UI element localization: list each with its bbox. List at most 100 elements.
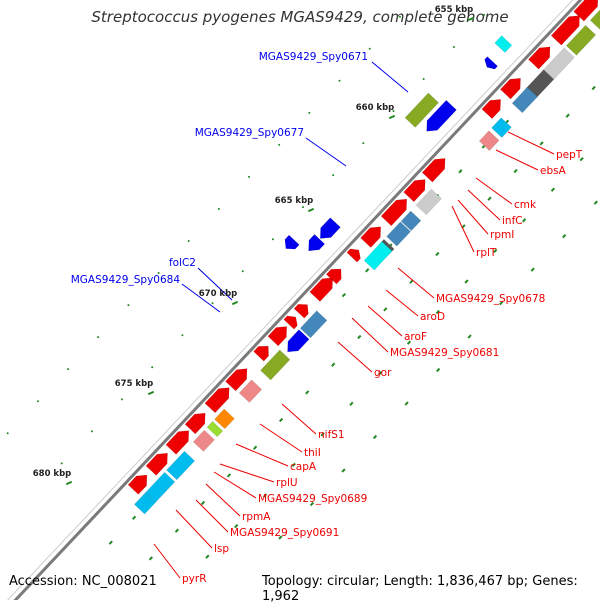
gene-arrow <box>478 130 500 151</box>
gc-dot <box>181 334 184 337</box>
leader-line <box>281 403 317 435</box>
label-leaders <box>153 61 555 579</box>
gene-arrow <box>184 412 206 435</box>
gene-label: nifS1 <box>318 429 345 441</box>
gc-dot-mark <box>365 268 370 273</box>
gc-dot <box>539 141 544 146</box>
gene-arrow <box>253 345 269 362</box>
gene-arrow <box>426 99 457 132</box>
leader-line <box>205 483 241 517</box>
leader-line <box>495 149 539 171</box>
gene-shape <box>565 24 597 56</box>
gene-shape <box>253 345 269 362</box>
gc-dot-mark <box>493 248 498 254</box>
gc-dot-mark <box>383 307 388 312</box>
gene-arrow <box>299 310 328 339</box>
gene-label: pyrR <box>182 573 207 585</box>
leader-line <box>195 499 229 533</box>
gc-dot <box>493 248 498 254</box>
leader-line <box>367 305 403 337</box>
gene-shape <box>192 429 215 452</box>
gene-label: rplT <box>476 247 497 259</box>
gc-dot <box>36 400 39 403</box>
gc-dot <box>157 272 160 274</box>
gene-shape <box>267 326 288 347</box>
gene-arrow <box>284 234 300 250</box>
gc-dot <box>279 417 284 423</box>
gene-label: gor <box>374 367 392 379</box>
gene-arrow <box>238 379 263 403</box>
gene-arrow <box>319 217 341 239</box>
gene-shape <box>293 303 309 319</box>
gene-arrow <box>127 474 148 495</box>
scale-label: 670 kbp <box>199 289 238 299</box>
gene-arrow <box>421 158 446 183</box>
gc-dot <box>151 366 154 369</box>
leader-line <box>351 317 389 353</box>
gene-shape <box>283 315 298 330</box>
gene-label: lsp <box>214 543 229 555</box>
gene-label: rplU <box>276 477 298 489</box>
gc-dot <box>378 371 383 376</box>
gene-label: aroF <box>404 331 427 343</box>
gene-arrow <box>565 24 597 56</box>
gc-dot-mark <box>579 156 584 162</box>
gene-arrow <box>550 15 580 46</box>
gene-arrow <box>543 47 575 80</box>
gene-arrow <box>491 117 512 138</box>
gene-arrow <box>481 99 501 120</box>
gc-dot <box>467 334 472 339</box>
gc-dot <box>248 175 250 178</box>
gene-shape <box>421 158 446 183</box>
gene-shape <box>589 3 600 31</box>
gene-shape <box>134 492 156 515</box>
gc-dot <box>372 434 378 440</box>
leader-line <box>337 341 373 373</box>
gc-dot <box>148 556 153 561</box>
gene-label: MGAS9429_Spy0684 <box>71 274 181 286</box>
gene-shape <box>206 421 224 438</box>
gc-dot <box>97 336 100 339</box>
gene-arrow <box>494 35 513 53</box>
gc-dot <box>483 13 485 16</box>
gene-shape <box>400 210 422 232</box>
gc-dot <box>226 473 232 478</box>
leader-line <box>467 189 501 221</box>
gene-shape <box>426 99 457 132</box>
gc-dot-mark <box>349 401 354 406</box>
gc-dot <box>305 390 310 395</box>
gene-shape <box>145 452 168 476</box>
gc-dot-mark <box>522 218 527 223</box>
gc-dot <box>499 300 504 306</box>
leader-line <box>219 463 275 483</box>
gc-dot <box>550 187 555 192</box>
leader-line <box>507 131 555 155</box>
gc-dot-mark <box>291 462 296 468</box>
gc-dot <box>513 168 518 174</box>
gene-shape <box>225 368 248 392</box>
gc-dot <box>341 292 346 298</box>
gc-dot-mark <box>331 362 336 367</box>
gene-shape <box>363 241 393 271</box>
gene-label: MGAS9429_Spy0691 <box>230 527 339 539</box>
gc-dot-mark <box>565 113 570 118</box>
gene-shape <box>511 86 538 114</box>
gene-arrow <box>363 241 393 271</box>
gene-label: capA <box>290 461 317 473</box>
leader-line <box>175 509 213 549</box>
leader-line <box>213 471 257 499</box>
gene-label: rpmA <box>242 511 271 523</box>
gene-arrow <box>511 86 538 114</box>
gene-labels: MGAS9429_Spy0671MGAS9429_Spy0677folC2MGA… <box>71 51 583 585</box>
gc-dot <box>60 462 63 465</box>
gene-shape <box>165 430 190 455</box>
gene-label: MGAS9429_Spy0681 <box>390 347 499 359</box>
gc-dot <box>435 251 440 257</box>
leader-line <box>197 267 233 301</box>
gene-shape <box>481 99 501 120</box>
scale-label: 665 kbp <box>275 196 314 206</box>
gene-label: rpmI <box>490 229 514 241</box>
gc-dot <box>383 307 388 312</box>
